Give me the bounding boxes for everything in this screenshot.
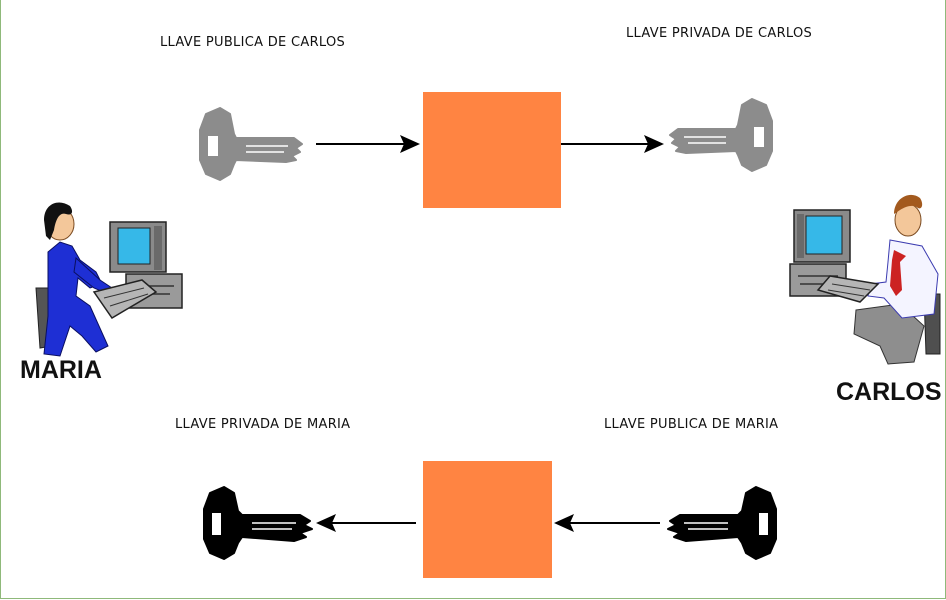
gray-key-icon (199, 107, 303, 181)
arrow-bottom-right (554, 514, 660, 532)
arrow-top-right (561, 135, 664, 153)
black-key-icon (203, 486, 313, 560)
person-name-carlos: CARLOS (836, 378, 942, 406)
gray-key-icon (669, 98, 773, 172)
arrow-top-left (316, 135, 420, 153)
woman-at-computer-icon (35, 202, 183, 357)
label-private-key-carlos: LLAVE PRIVADA DE CARLOS (626, 26, 813, 41)
arrow-bottom-left (316, 514, 416, 532)
encryption-box-bottom (423, 461, 552, 578)
label-public-key-maria: LLAVE PUBLICA DE MARIA (604, 417, 779, 432)
person-name-maria: MARIA (20, 356, 102, 384)
encryption-box-top (423, 92, 561, 208)
man-at-computer-icon (789, 194, 941, 365)
label-private-key-maria: LLAVE PRIVADA DE MARIA (175, 417, 351, 432)
black-key-icon (667, 486, 777, 560)
label-public-key-carlos: LLAVE PUBLICA DE CARLOS (160, 35, 346, 50)
